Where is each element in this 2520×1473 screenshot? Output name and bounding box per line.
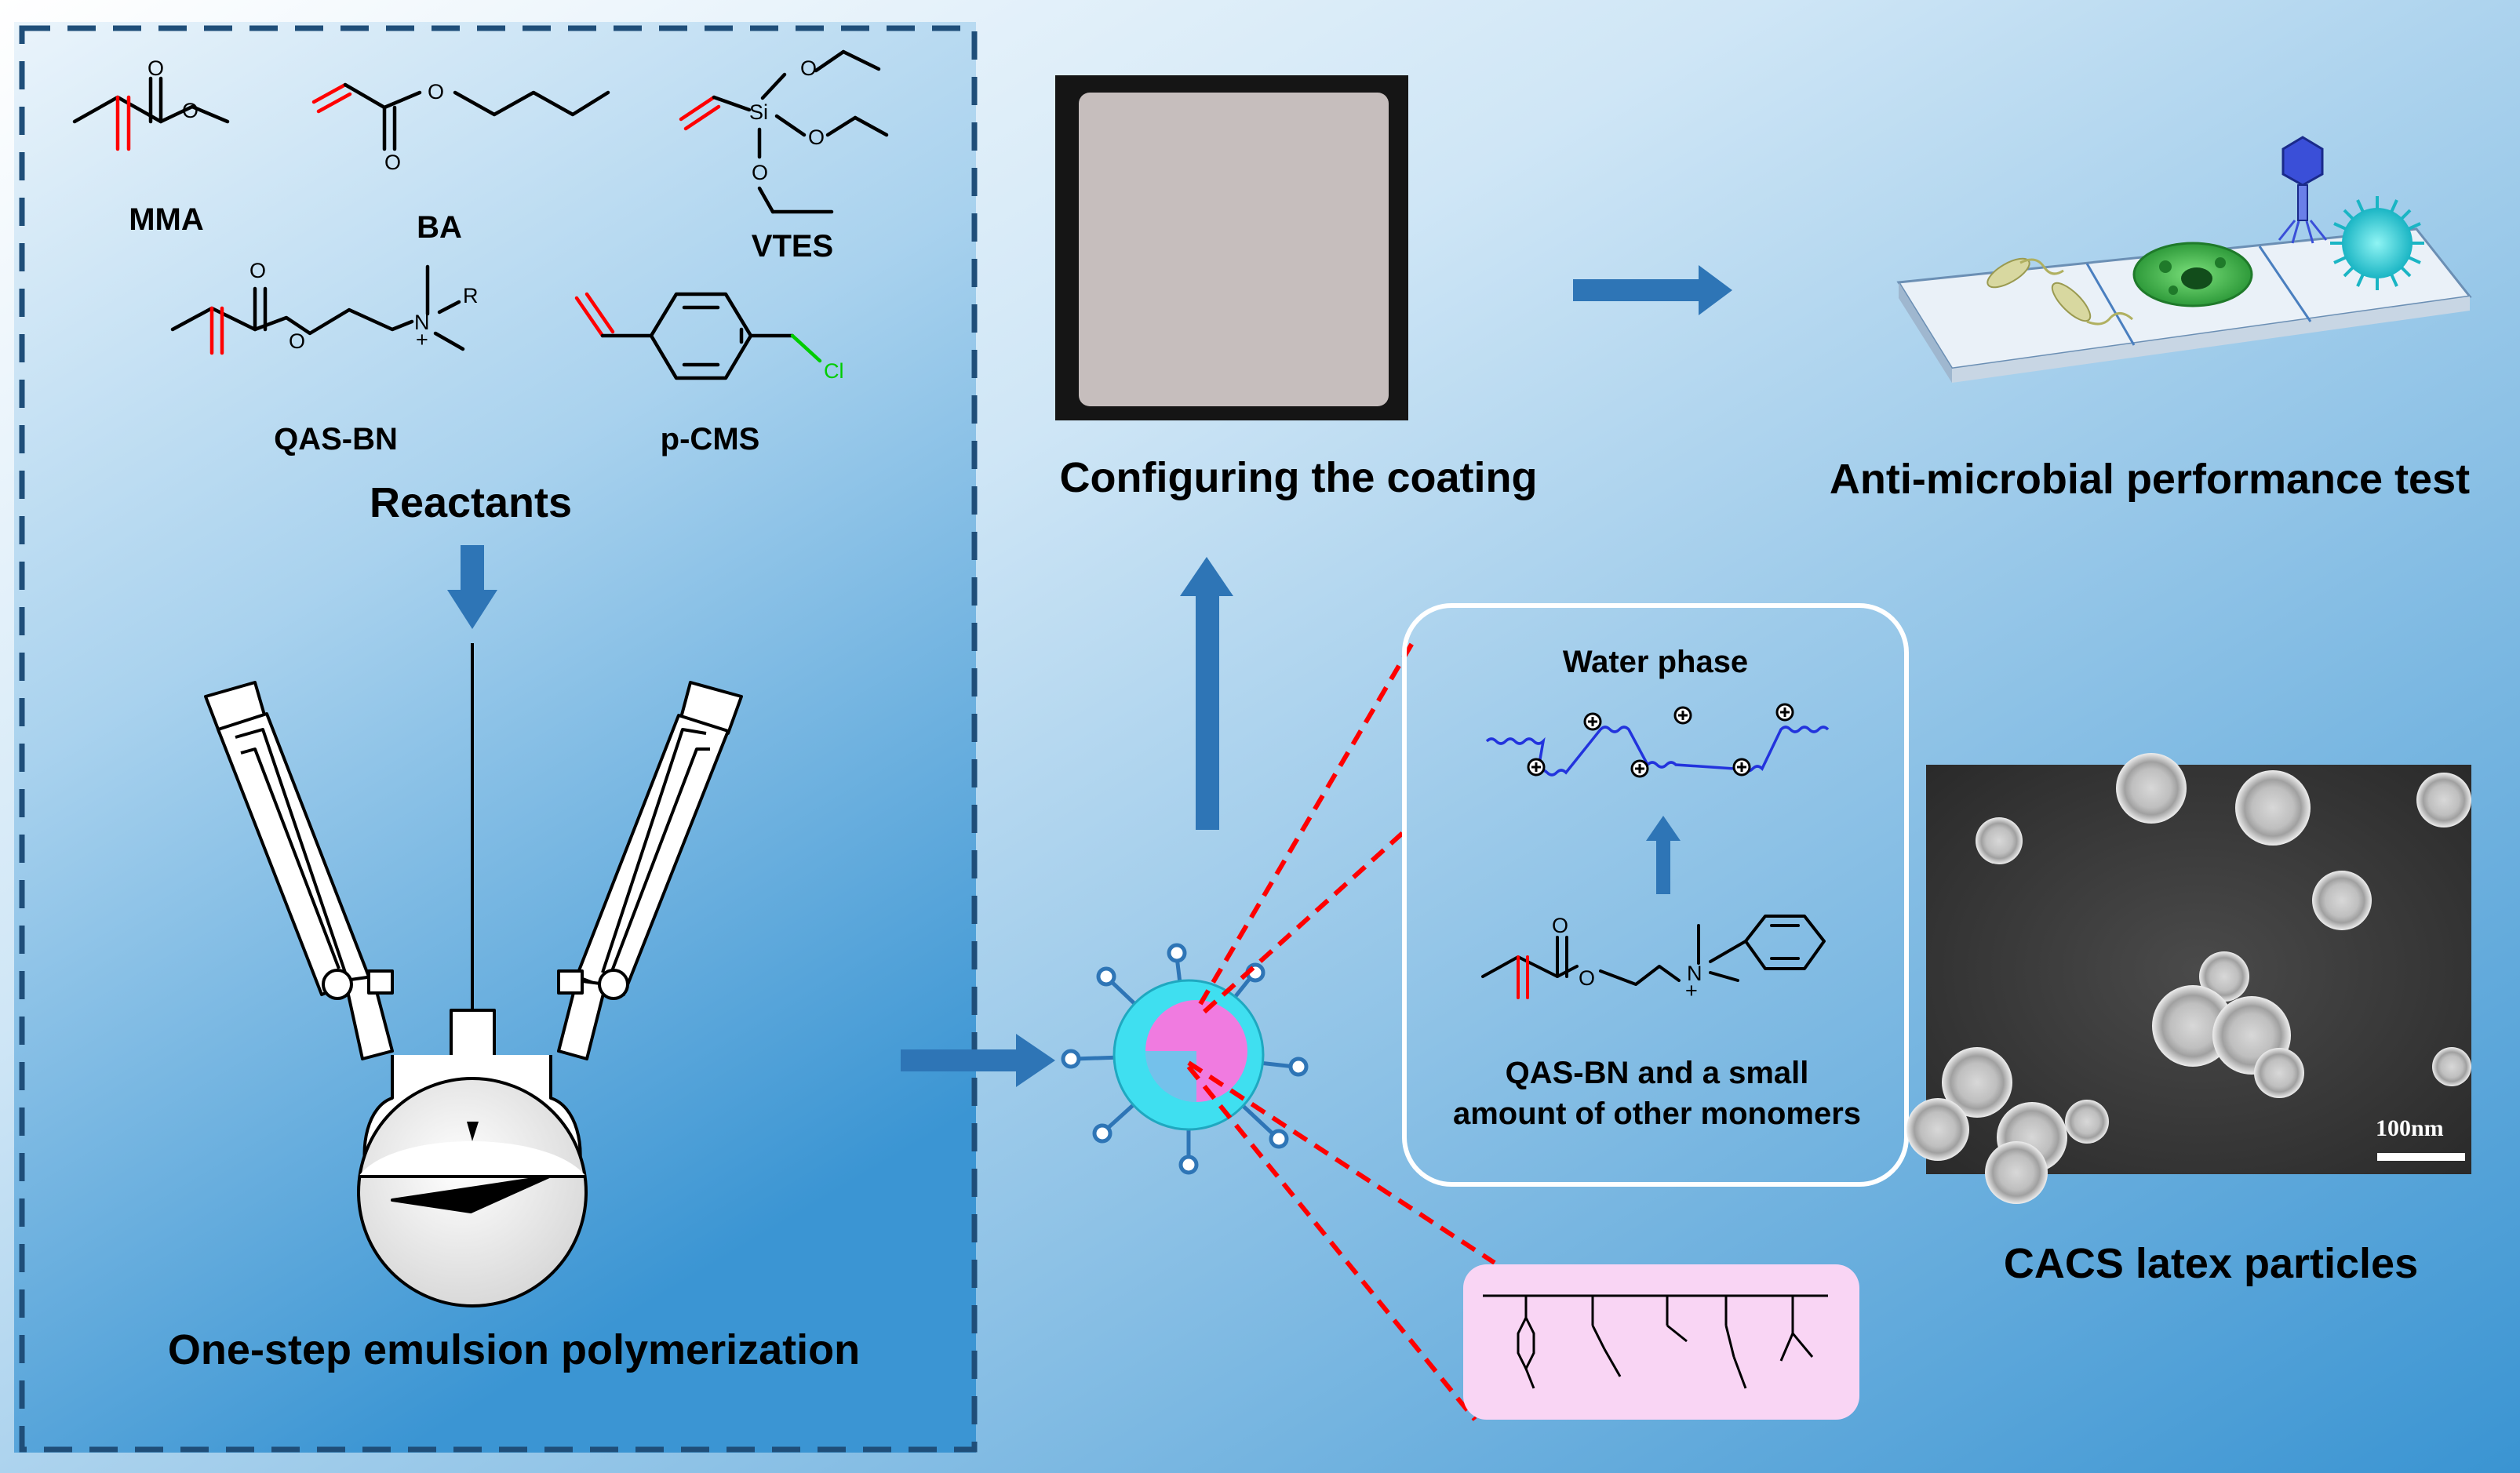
atom-o: O	[384, 151, 402, 174]
label-ba: BA	[417, 210, 462, 245]
atom-o: O	[428, 80, 445, 104]
water-phase-box	[1402, 603, 1909, 1187]
right-arrow-icon	[1573, 265, 1732, 315]
atom-o: O	[182, 99, 199, 122]
label-configuring: Configuring the coating	[1059, 454, 1538, 501]
cation-plus-signs	[1531, 707, 1790, 773]
atom-o: O	[800, 56, 818, 80]
label-p-cms: p-CMS	[660, 422, 760, 456]
atom-si: Si	[749, 100, 769, 124]
atom-o: O	[147, 56, 165, 80]
label-water-phase: Water phase	[1562, 645, 1749, 679]
label-qas-bn: QAS-BN	[274, 422, 398, 456]
scale-bar-label: 100nm	[2376, 1115, 2444, 1141]
atom-r: R	[463, 284, 479, 307]
atom-o: O	[752, 161, 769, 184]
down-arrow-icon	[447, 545, 497, 629]
qas-bn-structure	[170, 264, 465, 355]
mma-structure	[72, 76, 230, 151]
tem-micrograph-icon	[1906, 753, 2471, 1204]
label-qas-line2: amount of other monomers	[1452, 1097, 1862, 1131]
polymer-backbone-box	[1463, 1264, 1859, 1420]
label-vtes: VTES	[751, 229, 834, 264]
atom-charge: +	[416, 328, 428, 351]
label-qas-line1: QAS-BN and a small	[1505, 1056, 1809, 1090]
atom-n: N	[1687, 962, 1702, 985]
flask-stirrer	[467, 1122, 479, 1141]
right-arrow-icon	[901, 1034, 1055, 1087]
label-latex: CACS latex particles	[2003, 1240, 2419, 1287]
reactants-title: Reactants	[369, 479, 573, 526]
label-polymerization: One-step emulsion polymerization	[167, 1326, 861, 1373]
atom-o: O	[1579, 966, 1596, 990]
atom-o: O	[1552, 914, 1569, 937]
up-arrow-icon	[1180, 557, 1233, 830]
atom-charge: +	[1685, 979, 1698, 1002]
ba-structure	[311, 82, 610, 151]
polymer-chain	[1485, 726, 1830, 777]
up-arrow-icon	[1646, 816, 1681, 894]
atom-cl: Cl	[824, 359, 844, 383]
vtes-structure	[679, 49, 889, 214]
atom-o: O	[808, 125, 825, 149]
atom-o: O	[289, 329, 306, 353]
latex-particle-icon	[1061, 943, 1309, 1175]
label-antimicrobial: Anti-microbial performance test	[1829, 456, 2471, 503]
coated-plate-icon	[1055, 75, 1408, 420]
qas-bn-monomer-structure	[1481, 915, 1826, 999]
label-mma: MMA	[129, 202, 204, 237]
callout-lines	[1186, 642, 1496, 1421]
atom-o: O	[249, 259, 267, 282]
atom-n: N	[414, 311, 430, 334]
antimicrobial-slide-icon	[1896, 136, 2472, 383]
reaction-flask-icon	[204, 643, 743, 1308]
p-cms-structure	[574, 292, 822, 380]
